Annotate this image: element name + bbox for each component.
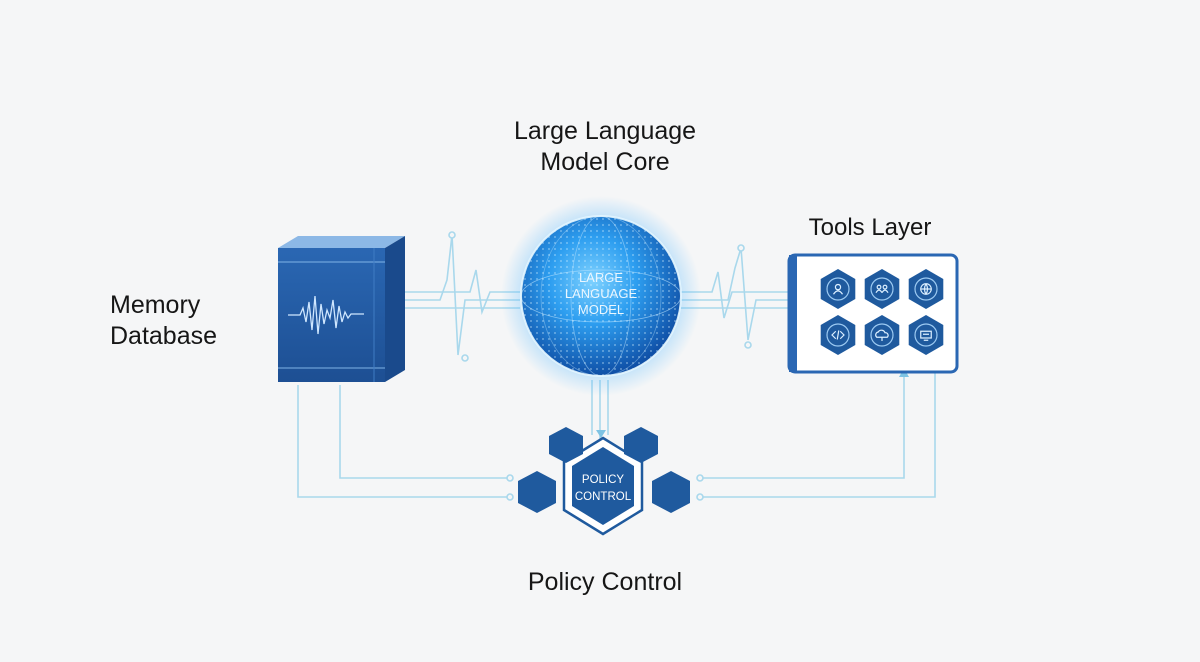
code-icon (820, 315, 856, 355)
tools-panel (787, 253, 959, 374)
globe-label-line3: MODEL (578, 302, 624, 317)
satellite-hex-left (518, 471, 556, 513)
pulse-line-right-2 (680, 271, 795, 319)
memory-database-box (278, 236, 405, 382)
pulse-line-left-2 (405, 269, 520, 316)
user-icon (820, 269, 856, 309)
waveform-icon (288, 295, 364, 335)
memory-title-line2: Database (110, 322, 218, 350)
tool-icons-grid (820, 269, 944, 355)
globe-label-line1: LARGE (579, 270, 623, 285)
llm-globe: LARGE LANGUAGE MODEL (501, 196, 701, 396)
policy-to-tools-line-2 (700, 372, 936, 498)
globe-icon (908, 269, 944, 309)
memory-title-line1: Memory (110, 291, 201, 319)
people-icon (864, 269, 900, 309)
database-to-policy-line (297, 385, 508, 498)
policy-to-tools-line (700, 372, 905, 479)
satellite-hex-top-right (624, 427, 658, 463)
core-title: Large Language Model Core (460, 116, 750, 178)
database-to-policy-line-2 (339, 385, 508, 479)
core-title-line1: Large Language (513, 117, 697, 145)
policy-control-cluster: POLICY CONTROL (518, 427, 690, 536)
memory-title: Memory Database (110, 290, 250, 352)
globe-label-line2: LANGUAGE (565, 286, 638, 301)
cloud-icon (864, 315, 900, 355)
core-title-line2: Model Core (540, 148, 670, 176)
satellite-hex-right (652, 471, 690, 513)
policy-hex-line2: CONTROL (575, 491, 632, 503)
policy-title: Policy Control (527, 568, 683, 596)
tools-title: Tools Layer (808, 214, 932, 241)
screen-icon (908, 315, 944, 355)
policy-hex-line1: POLICY (582, 474, 625, 486)
satellite-hex-top-left (549, 427, 583, 463)
